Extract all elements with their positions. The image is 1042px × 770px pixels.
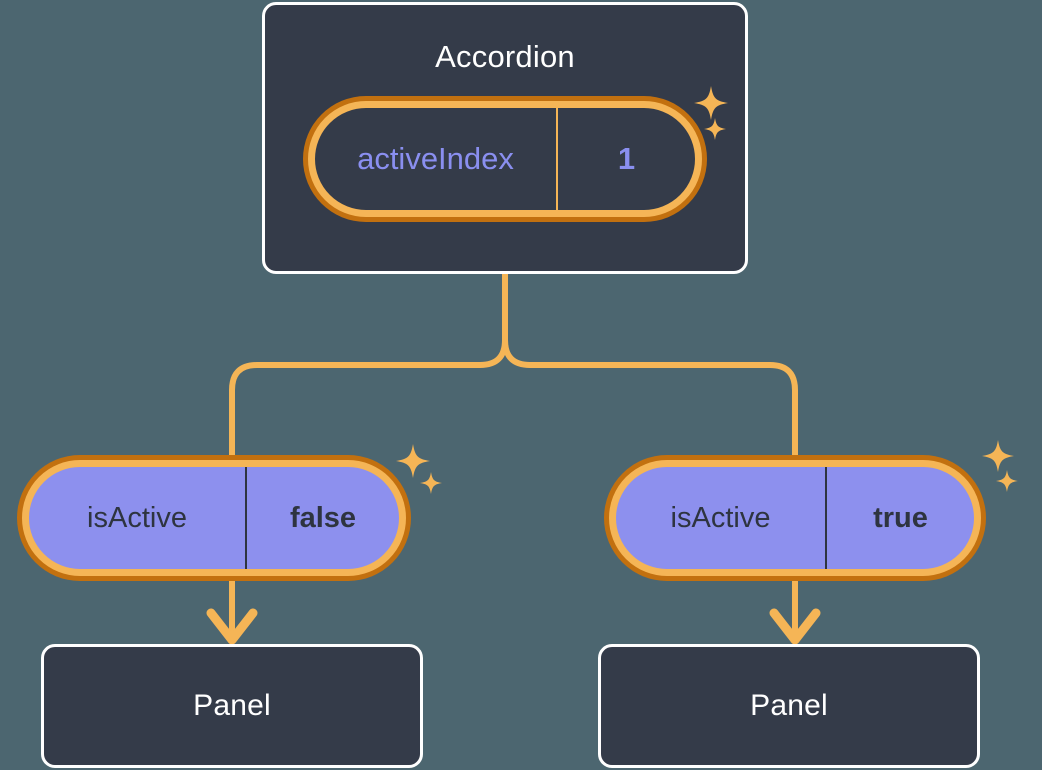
component-panel-left-title: Panel [193,689,271,722]
sparkle-left-large-icon [396,444,430,478]
sparkle-accordion-small-icon [704,118,726,140]
state-pill-isactive-left-value: false [289,501,357,534]
state-pill-activeindex-value: 1 [617,141,636,176]
state-pill-isactive-left-inner: isActive false [22,460,406,576]
connector-to-left-state [229,339,508,455]
state-pill-isactive-left-key: isActive [29,467,247,569]
state-pill-isactive-right[interactable]: isActive true [604,455,986,581]
state-pill-activeindex-key: activeIndex [315,108,558,210]
connector-to-right-state [502,339,798,455]
state-pill-isactive-right-value: true [873,501,928,534]
sparkle-right-large-icon [982,440,1014,472]
component-panel-left[interactable]: Panel [41,644,423,768]
state-pill-isactive-right-inner: isActive true [609,460,981,576]
state-pill-activeindex[interactable]: activeIndex 1 [303,96,707,222]
arrowhead-left-panel [206,608,258,645]
sparkle-left-small-icon [420,472,442,494]
state-pill-isactive-right-key: isActive [616,467,827,569]
state-pill-activeindex-inner: activeIndex 1 [308,101,702,217]
component-accordion-title: Accordion [435,39,575,74]
sparkle-accordion-large-icon [694,86,728,120]
state-pill-isactive-left[interactable]: isActive false [17,455,411,581]
arrowhead-right-panel [769,608,821,645]
sparkle-right-small-icon [996,470,1018,492]
component-panel-right-title: Panel [750,689,828,722]
component-panel-right[interactable]: Panel [598,644,980,768]
